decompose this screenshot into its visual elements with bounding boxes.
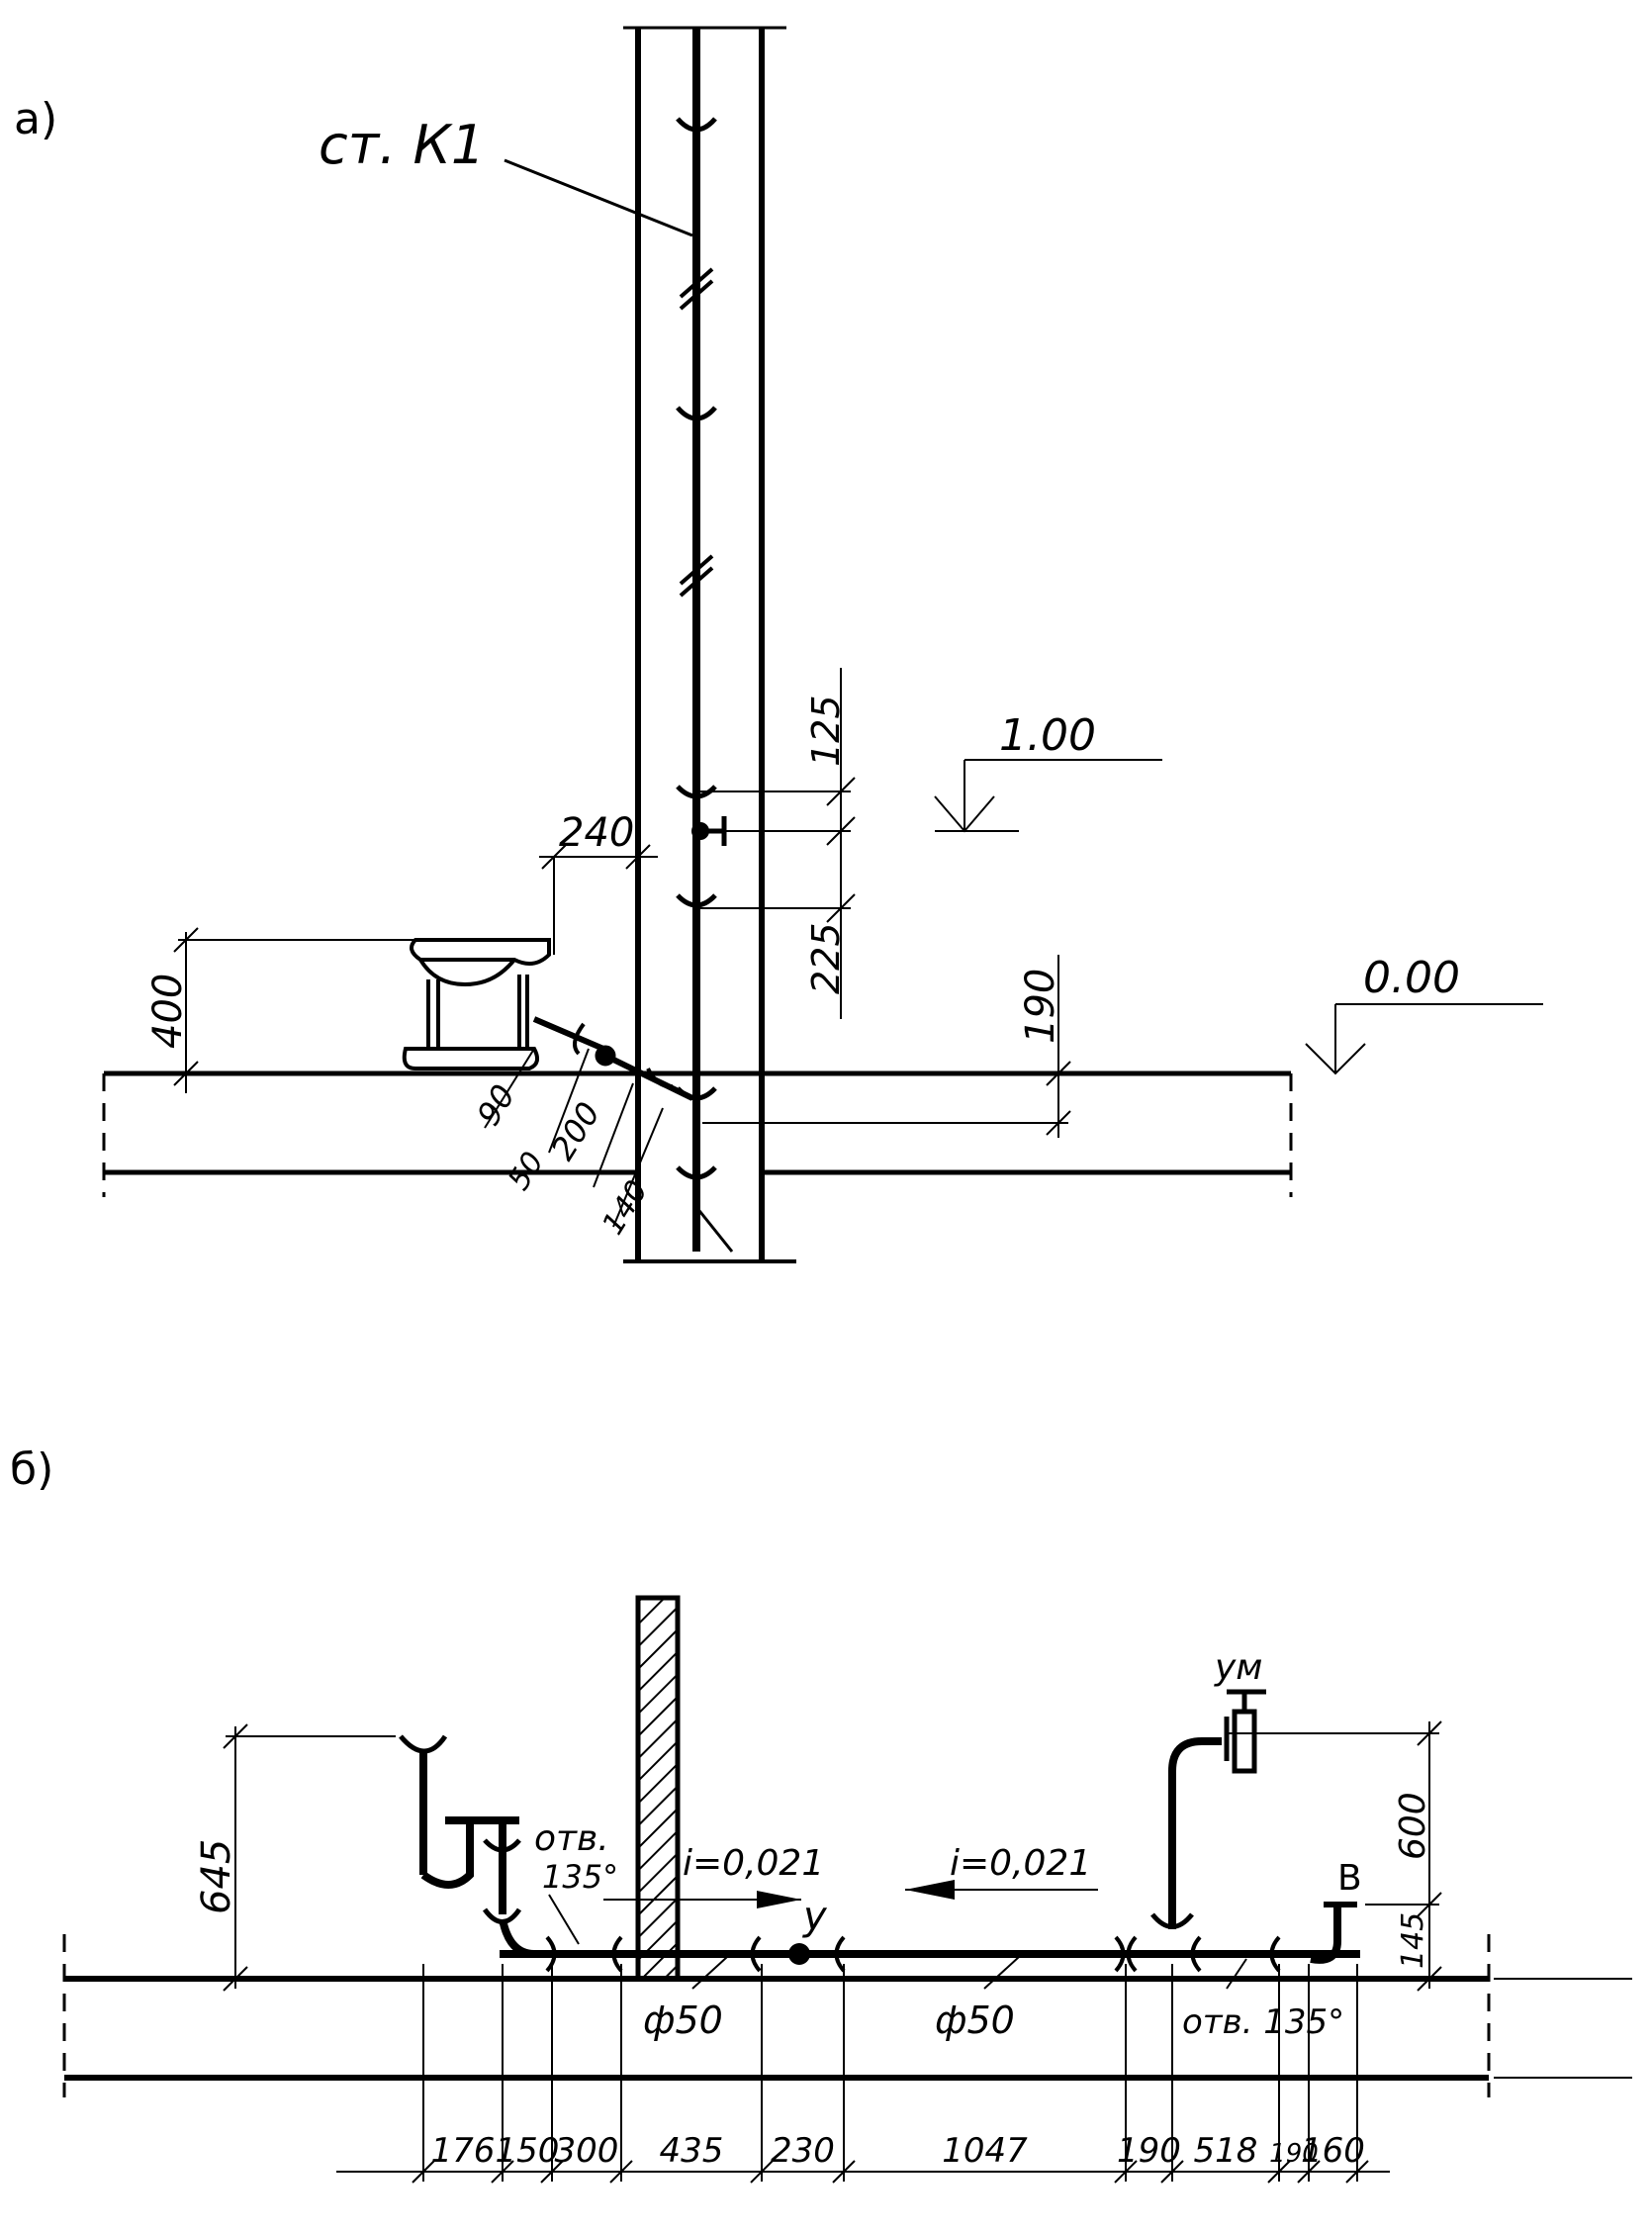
hatched-wall — [635, 1595, 681, 1982]
socket-6 — [676, 1165, 717, 1180]
b-bend-left-label: отв. — [534, 1818, 609, 1859]
toilet-outlet-branch — [532, 1016, 694, 1101]
dim-225: 225 — [804, 922, 848, 994]
dim-645: 645 — [194, 1839, 239, 1914]
dim-145-tick — [1417, 1892, 1442, 1917]
b-slope-right: i=0,021 — [950, 1843, 1091, 1884]
riser-break-marks — [679, 267, 714, 598]
b-node-ym: ум — [1214, 1647, 1262, 1688]
section-a: а) ст. К1 — [14, 26, 1543, 1263]
level-mark-floor: 0.00 — [1305, 953, 1543, 1075]
b-node-y: у — [802, 1894, 828, 1939]
dim-190: 190 — [1018, 969, 1063, 1044]
bottom-dim-label: 160 — [1301, 2131, 1365, 2171]
tick-840 — [826, 816, 856, 846]
dim-400-tick-top — [173, 927, 199, 953]
socket-2 — [676, 406, 717, 421]
b-slope-left-arrow — [757, 1891, 801, 1908]
break-mark-1 — [679, 267, 714, 311]
b-pipe-dia-right-leader — [983, 1956, 1020, 1990]
b-bend-right-leader — [1226, 1958, 1247, 1990]
dim-190-tick-b — [1046, 1110, 1071, 1136]
socket-3 — [676, 785, 717, 799]
riser-label-leader — [504, 158, 693, 237]
socket-1 — [676, 117, 717, 133]
dim-600-tick — [1417, 1720, 1442, 1746]
dim-645-tick-bot — [223, 1966, 248, 1992]
dim-140: 140 — [596, 1174, 655, 1241]
section-b: б) у — [10, 1444, 1632, 2184]
dim-645-tick-top — [223, 1723, 248, 1749]
bottom-dim-label: 435 — [660, 2131, 724, 2171]
dim-floor-tick — [1417, 1966, 1442, 1992]
bottom-dim-label: 190 — [1269, 2139, 1319, 2169]
b-slope-left: i=0,021 — [683, 1843, 824, 1884]
b-trap-b — [1310, 1902, 1357, 1964]
b-bend-left-angle: 135° — [542, 1858, 618, 1896]
bottom-dim-label: 230 — [771, 2131, 835, 2171]
section-b-label: б) — [10, 1444, 53, 1495]
dim-200: 200 — [544, 1095, 608, 1166]
bottom-dim-label: 300 — [555, 2131, 619, 2171]
bottom-dim-label: 518 — [1194, 2131, 1258, 2171]
section-a-label: а) — [14, 94, 57, 144]
bottom-dim-label: 150 — [496, 2131, 560, 2171]
b-node-y-dot — [788, 1943, 810, 1965]
dim-50: 50 — [502, 1146, 551, 1196]
b-bend-left-leader — [548, 1894, 580, 1945]
dim-240-tick-a — [541, 844, 567, 870]
b-slope-right-arrow — [905, 1880, 955, 1900]
bottom-dim-label: 1047 — [942, 2131, 1028, 2171]
level-upper-text: 1.00 — [999, 710, 1096, 761]
dim-90: 90 — [470, 1078, 523, 1133]
inclined-dims — [484, 1048, 664, 1228]
riser-end-tick — [694, 1206, 734, 1253]
b-bend-right-label: отв. 135° — [1182, 2002, 1344, 2042]
tick-800 — [826, 777, 856, 806]
socket-4 — [676, 893, 717, 908]
dim-400: 400 — [145, 974, 191, 1049]
dim-145: 145 — [1396, 1912, 1430, 1969]
dim-125: 125 — [804, 695, 848, 767]
b-pipe-sockets — [545, 1935, 1281, 1973]
b-node-b: В — [1337, 1858, 1362, 1899]
dim-240-tick-b — [625, 844, 651, 870]
b-left-traps — [399, 1734, 535, 1958]
bottom-dim-label: 190 — [1117, 2131, 1181, 2171]
toilet-fixture — [402, 938, 551, 1070]
b-pipe-dia-left: ф50 — [643, 1999, 723, 2042]
dim-190-tick-a — [1046, 1061, 1071, 1086]
break-mark-2 — [679, 554, 714, 598]
bottom-dim-label: 176 — [431, 2131, 496, 2171]
b-right-fixture — [1150, 1689, 1266, 1929]
dim-600: 600 — [1393, 1792, 1433, 1860]
dim-240: 240 — [559, 810, 634, 856]
riser-label: ст. К1 — [319, 114, 485, 176]
b-pipe-dia-right: ф50 — [935, 1999, 1015, 2042]
b-pipe-dia-left-leader — [691, 1956, 728, 1990]
level-mark-upper: 1.00 — [934, 710, 1162, 833]
level-floor-text: 0.00 — [1363, 953, 1460, 1003]
tick-918 — [826, 893, 856, 923]
